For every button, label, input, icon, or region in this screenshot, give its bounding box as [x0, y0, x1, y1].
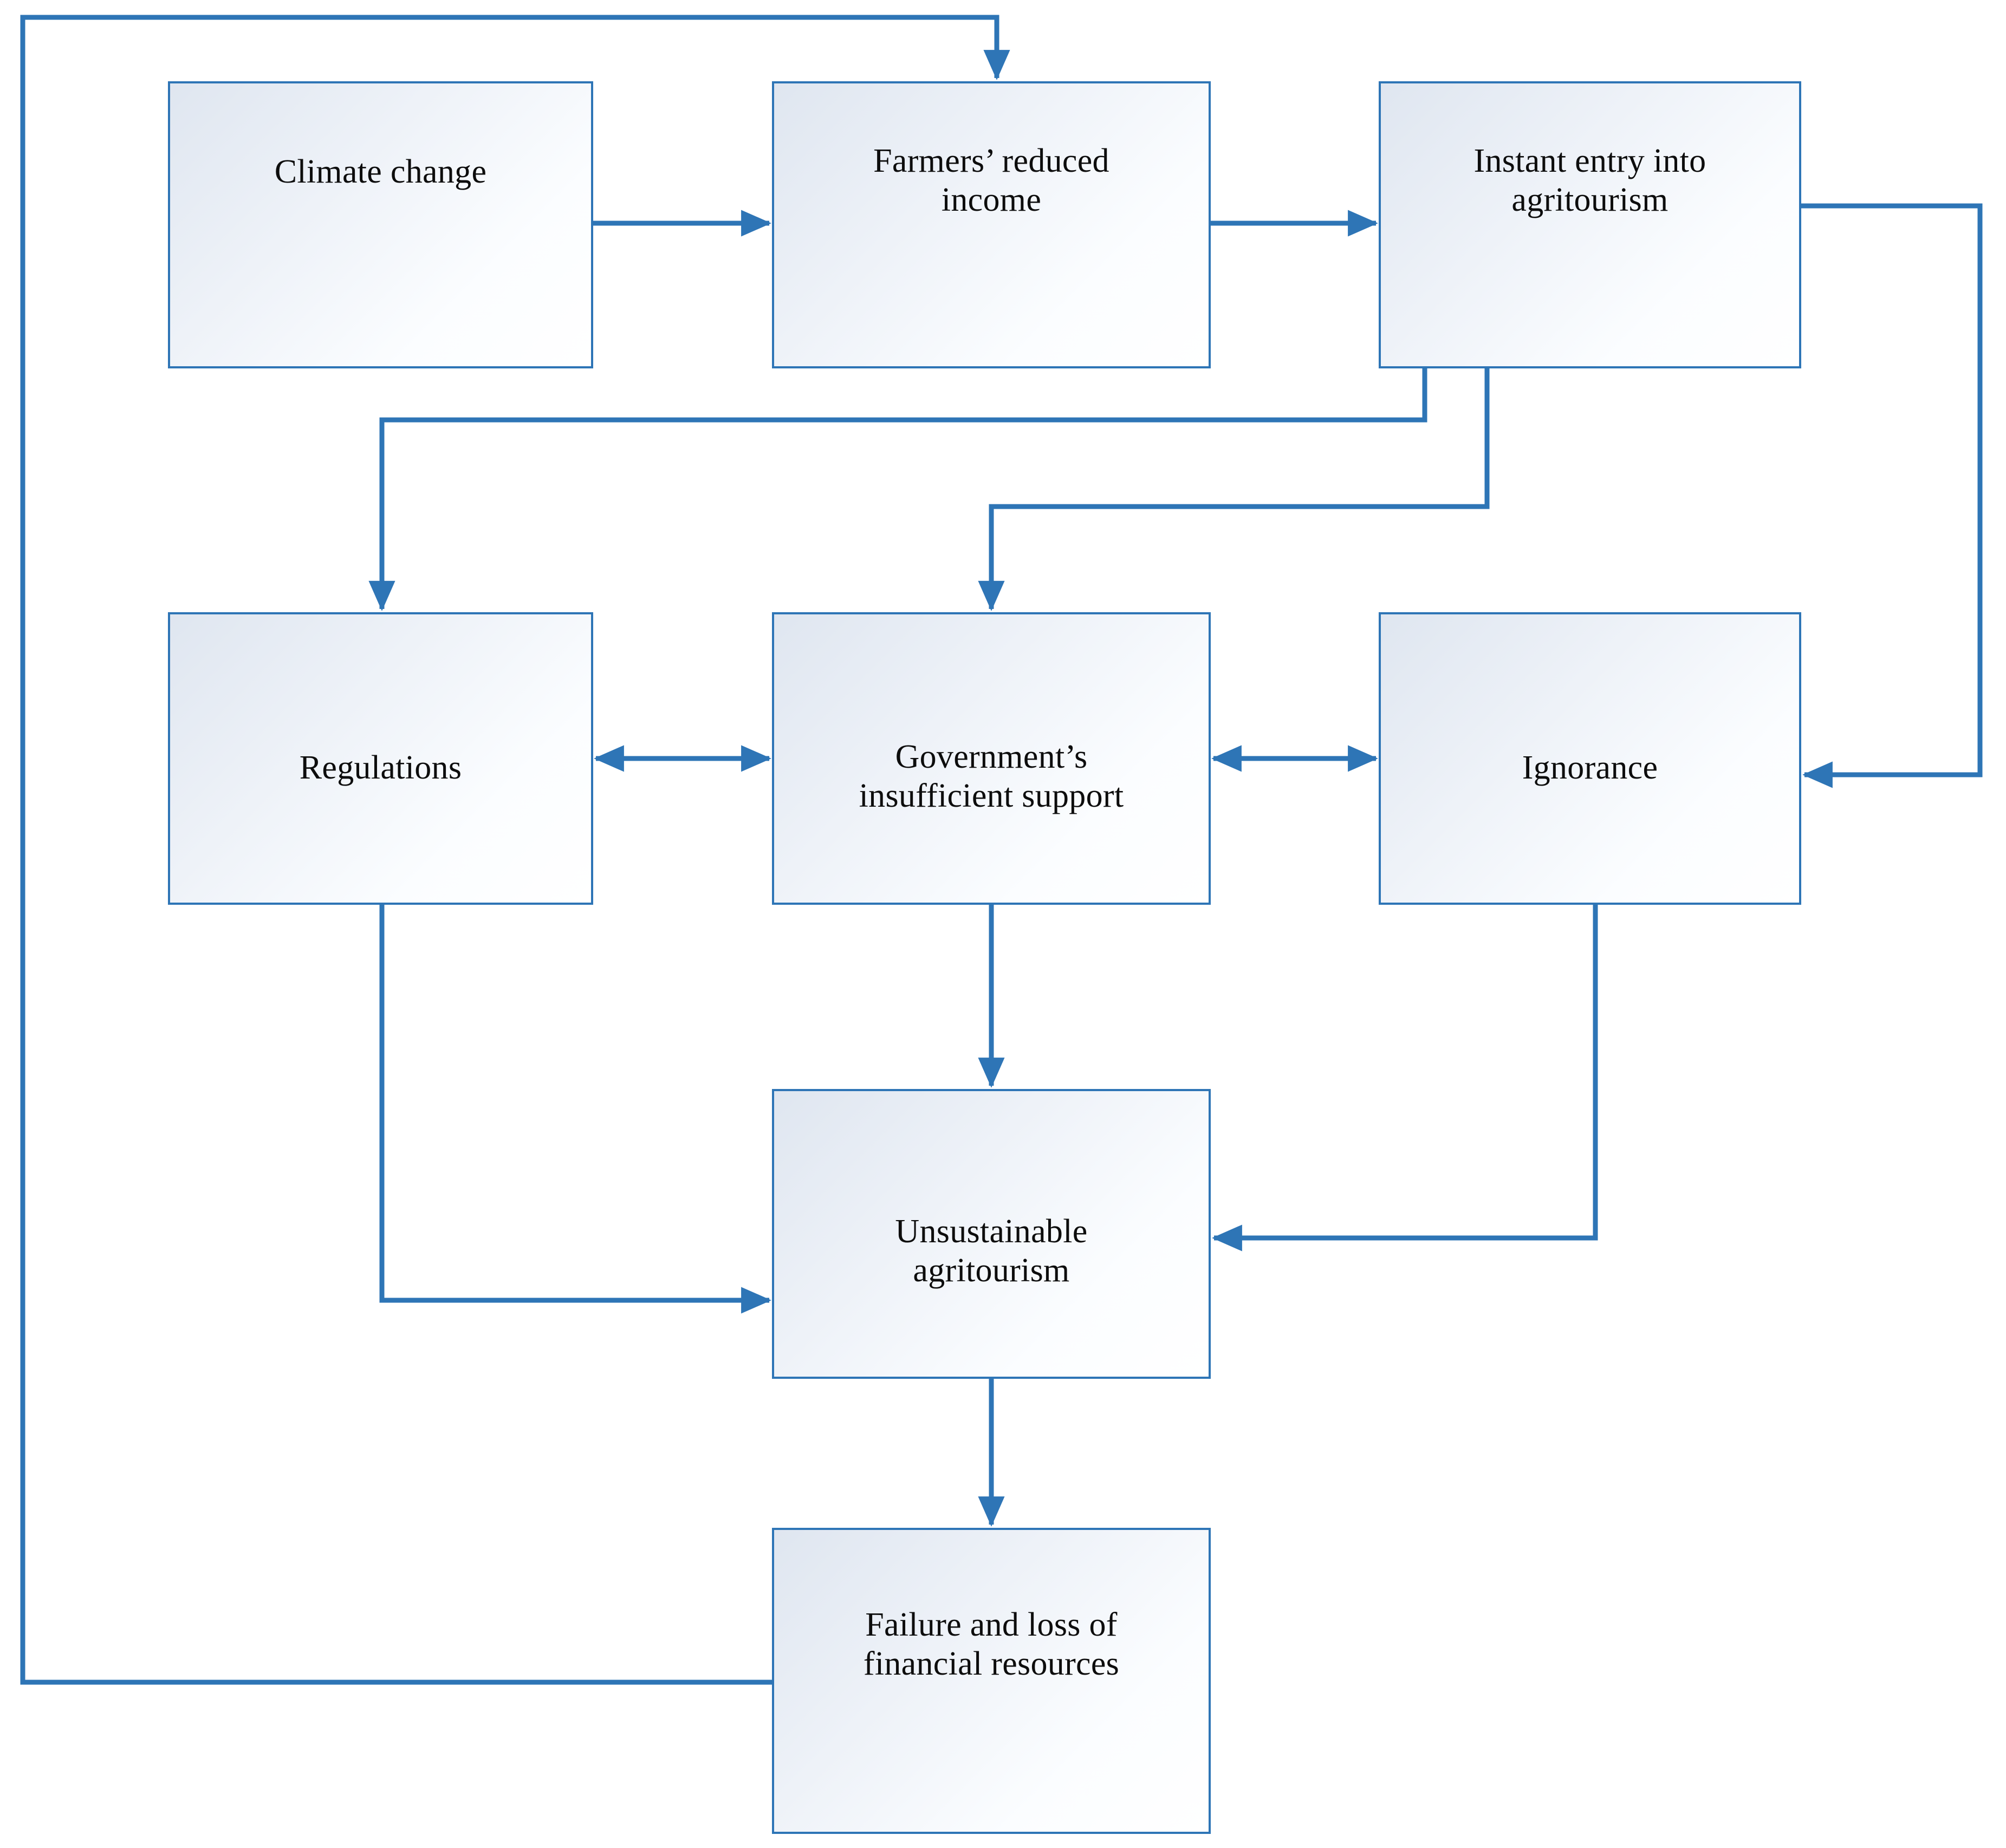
node-label-failure-and-loss-of-financial-resources: Failure and loss of financial resources	[863, 1606, 1120, 1682]
node-label-farmers-reduced-income: Farmers’ reduced income	[873, 142, 1109, 218]
node-label-climate-change: Climate change	[274, 153, 487, 190]
node-governments-insufficient-support[interactable]: Government’s insufficient support	[772, 612, 1211, 905]
node-climate-change[interactable]: Climate change	[168, 81, 593, 368]
node-regulations[interactable]: Regulations	[168, 612, 593, 905]
node-failure-and-loss-of-financial-resources[interactable]: Failure and loss of financial resources	[772, 1528, 1211, 1834]
edge-regulations-to-unsustainable	[379, 905, 771, 1314]
edge-instant-to-regulations	[368, 368, 1427, 611]
edge-instant-to-government	[978, 368, 1490, 611]
node-label-regulations: Regulations	[299, 749, 462, 786]
node-label-governments-insufficient-support: Government’s insufficient support	[859, 738, 1124, 814]
edge-ignorance-to-unsustainable	[1212, 905, 1598, 1252]
node-label-instant-entry-into-agritourism: Instant entry into agritourism	[1473, 142, 1706, 218]
node-unsustainable-agritourism[interactable]: Unsustainable agritourism	[772, 1089, 1211, 1379]
edge-instant-to-ignorance	[1801, 203, 1983, 788]
node-instant-entry-into-agritourism[interactable]: Instant entry into agritourism	[1379, 81, 1801, 368]
node-label-ignorance: Ignorance	[1522, 749, 1658, 786]
node-farmers-reduced-income[interactable]: Farmers’ reduced income	[772, 81, 1211, 368]
node-ignorance[interactable]: Ignorance	[1379, 612, 1801, 905]
node-label-unsustainable-agritourism: Unsustainable agritourism	[895, 1213, 1088, 1289]
